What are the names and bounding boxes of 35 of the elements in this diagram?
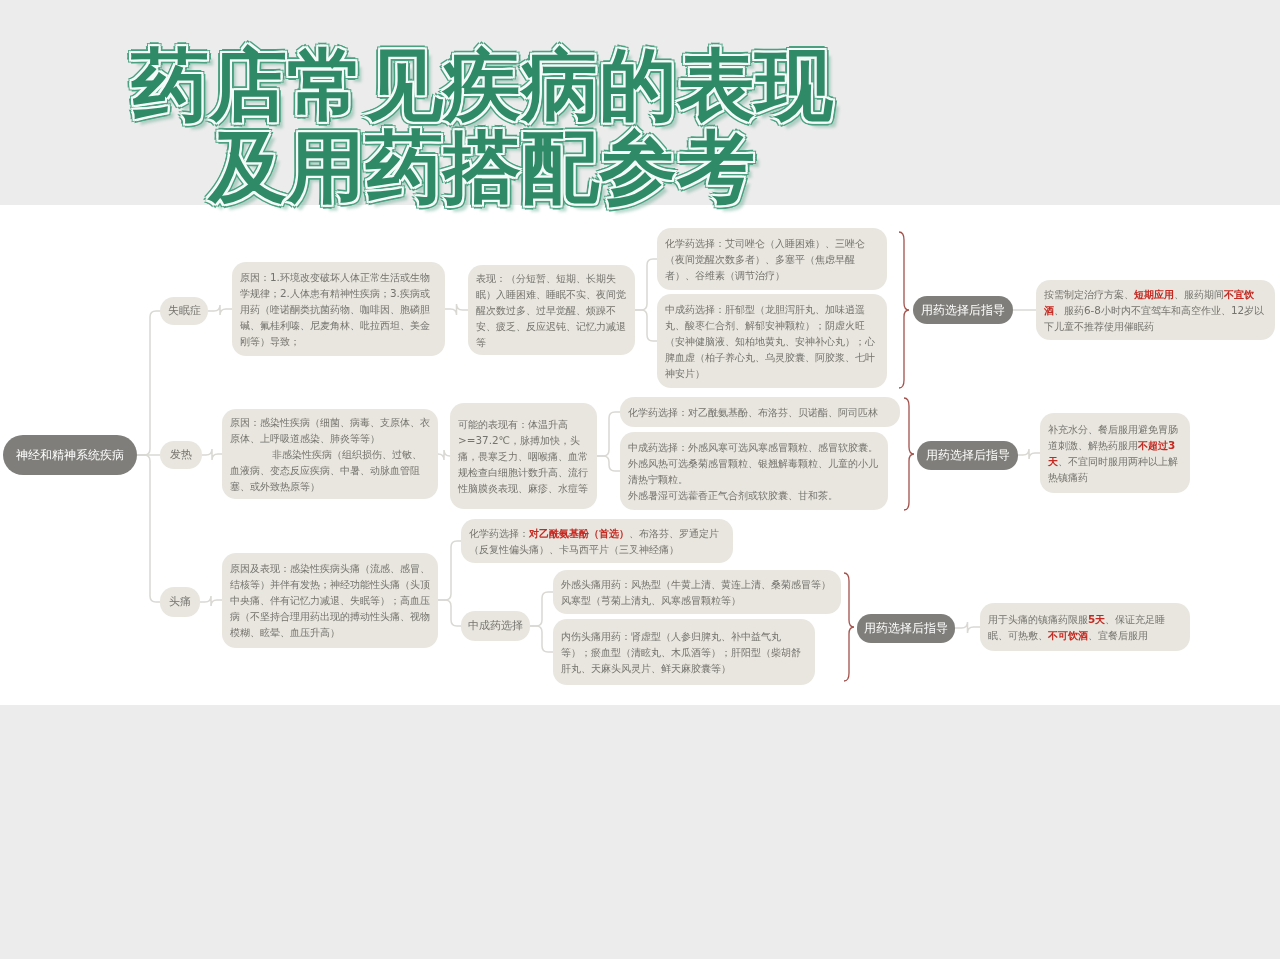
connector-line — [954, 621, 981, 634]
connector-line — [634, 309, 658, 342]
subtopic-box: 头痛 — [160, 587, 200, 617]
text-box: 原因：感染性疾病（细菌、病毒、支原体、衣原体、上呼吸道感染、肺炎等等） 非感染性疾病（组织损伤、过敏、血液病、变态反应疾病、中暑、动脉血管阻塞、或外致热原等） — [222, 409, 438, 499]
connector-line — [437, 599, 462, 627]
connector-line — [136, 454, 161, 603]
text-box: 补充水分、餐后服用避免胃肠道刺激、解热药服用不超过3天、不宜同时服用两种以上解热镇痛药 — [1040, 413, 1190, 493]
subtopic-box: 失眠症 — [160, 297, 208, 325]
text-box: 可能的表现有：体温升高>=37.2℃，脉搏加快，头痛，畏寒乏力、咽喉痛、血常规检查白细胞计数升高、流行性脑膜炎表现、麻疹、水痘等 — [450, 403, 597, 509]
text-box: 内伤头痛用药：肾虚型（人参归脾丸、补中益气丸等）；瘀血型（清眩丸、木瓜酒等）；肝阳型（柴胡舒肝丸、天麻头风灵片、鲜天麻胶囊等） — [553, 619, 815, 685]
connector-line — [1012, 309, 1037, 311]
text-box: 原因及表现：感染性疾病头痛（流感、感冒、结核等）并伴有发热；神经功能性头痛（头顶中央痛、伴有记忆力减退、失眠等）；高血压病（不坚持合理用药出现的搏动性头痛、视物模糊、眩晕、血压升高） — [222, 552, 438, 648]
connector-line — [199, 595, 223, 607]
connector-line — [207, 304, 233, 316]
connector-line — [596, 455, 621, 472]
text-box: 用于头痛的镇痛药限服5天、保证充足睡眠、可热敷、不可饮酒、宜餐后服用 — [980, 603, 1190, 651]
connector-line — [444, 303, 469, 316]
text-box: 外感头痛用药：风热型（牛黄上清、黄连上清、桑菊感冒等）风寒型（芎菊上清丸、风寒感冒颗粒等） — [553, 570, 841, 614]
connector-line — [437, 449, 451, 461]
text-box: 化学药选择：对乙酰氨基酚、布洛芬、贝诺酯、阿司匹林 — [620, 397, 900, 427]
subtopic-box: 中成药选择 — [461, 611, 530, 641]
title: 药店常见疾病的表现及用药搭配参考 — [130, 44, 834, 208]
connector-line — [201, 448, 223, 461]
text-box: 化学药选择：对乙酰氨基酚（首选）、布洛芬、罗通定片（反复性偏头痛）、卡马西平片（三叉神经痛） — [461, 519, 733, 563]
connector-line — [529, 625, 554, 653]
summary-topic: 用药选择后指导 — [913, 296, 1013, 324]
text-box: 中成药选择：肝郁型（龙胆泻肝丸、加味逍遥丸、酸枣仁合剂、解郁安神颗粒）；阴虚火旺（安神健脑液、知柏地黄丸、安神补心丸）；心脾血虚（柏子养心丸、乌灵胶囊、阿胶浆、七叶神安片） — [657, 294, 887, 388]
text-box: 化学药选择：艾司唑仑（入睡困难）、三唑仑（夜间觉醒次数多者）、多塞平（焦虑早醒者）、谷维素（调节治疗） — [657, 228, 887, 290]
text-box: 表现：（分短暂、短期、长期失眠）入睡困难、睡眠不实、夜间觉醒次数过多、过早觉醒、烦躁不安、疲乏、反应迟钝、记忆力减退等 — [468, 265, 635, 355]
text-box: 按需制定治疗方案、短期应用、服药期间不宜饮酒、服药6-8小时内不宜驾车和高空作业、12岁以下儿童不推荐使用催眠药 — [1036, 280, 1275, 340]
subtopic-box: 发热 — [160, 441, 202, 469]
root-topic: 神经和精神系统疾病 — [3, 435, 137, 475]
text-box: 中成药选择：外感风寒可选风寒感冒颗粒、感冒软胶囊。外感风热可选桑菊感冒颗粒、银翘解毒颗粒、儿童的小儿清热宁颗粒。 外感暑湿可选藿香正气合剂或软胶囊、甘和茶。 — [620, 432, 888, 510]
connector-line — [1017, 448, 1041, 460]
text-box: 原因：1.环境改变破坏人体正常生活或生物学规律；2.人体患有精神性疾病；3.疾病或用药（喹诺酮类抗菌药物、咖啡因、胞磷胆碱、氟桂利嗪、尼麦角林、吡拉西坦、美金刚等）导致； — [232, 262, 445, 356]
